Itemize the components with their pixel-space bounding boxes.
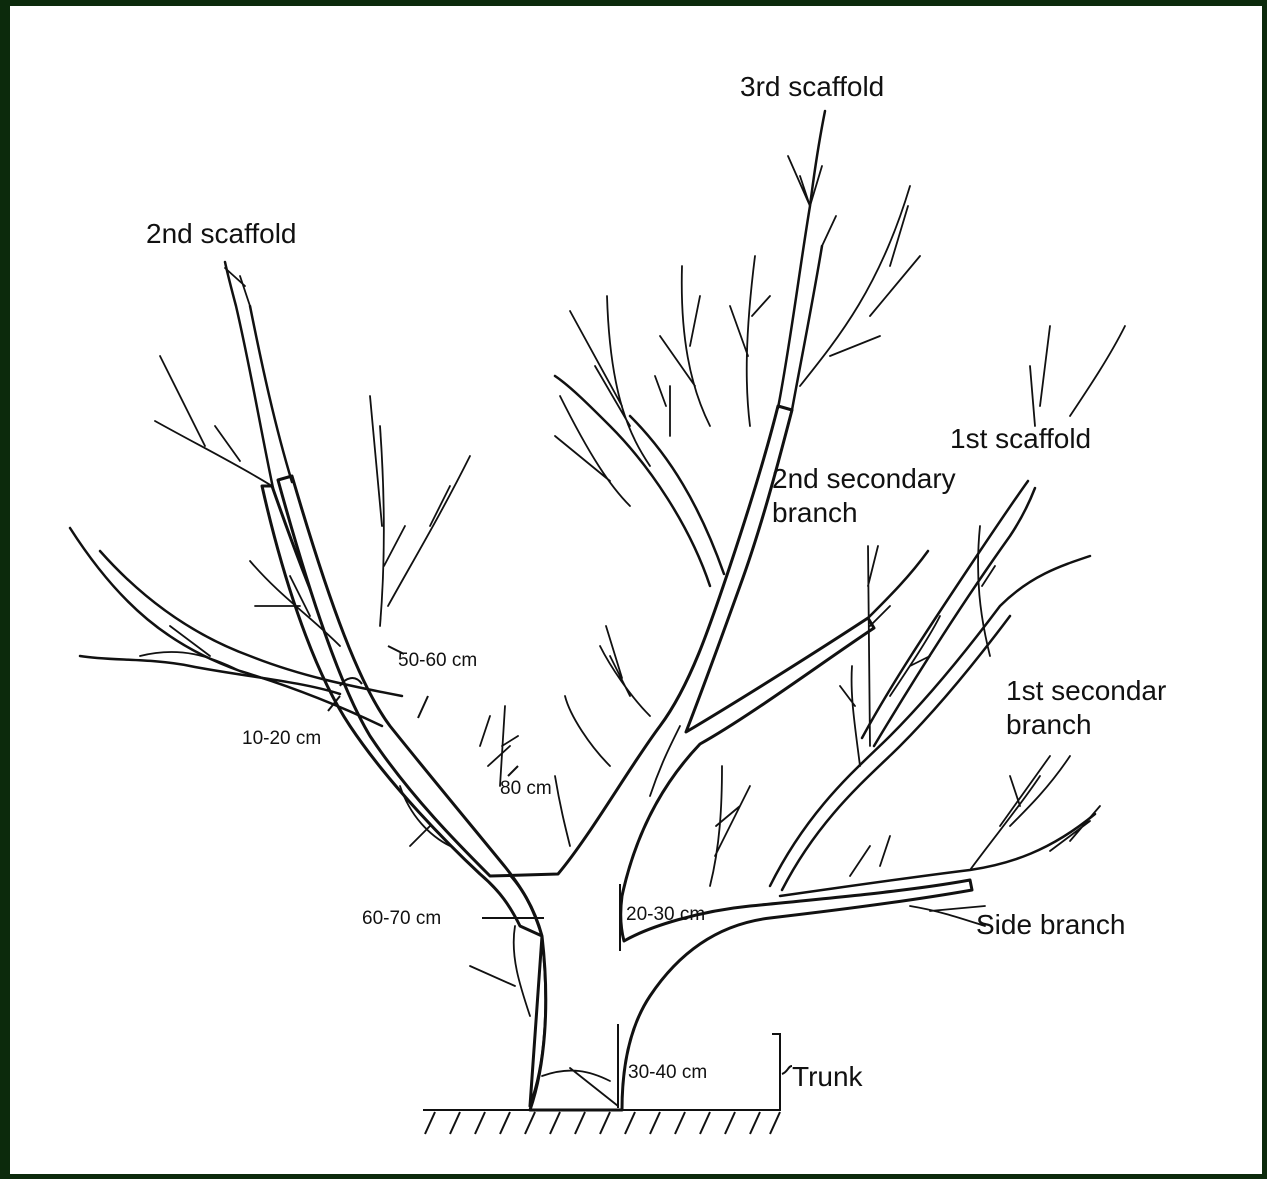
trunk-brace: [782, 1066, 792, 1074]
label-1st-scaffold: 1st scaffold: [950, 423, 1091, 454]
label-1st-secondary-line2: branch: [1006, 709, 1092, 740]
label-2nd-secondary-line2: branch: [772, 497, 858, 528]
ground: [423, 1110, 780, 1134]
label-dim-60-70: 60-70 cm: [362, 908, 441, 929]
trunk-bracket: [772, 1034, 780, 1110]
label-dim-20-30: 20-30 cm: [626, 904, 705, 925]
ground-hatching: [425, 1112, 780, 1134]
label-dim-30-40: 30-40 cm: [628, 1062, 707, 1083]
label-side-branch: Side branch: [976, 909, 1125, 940]
label-dim-10-20: 10-20 cm: [242, 728, 321, 749]
label-2nd-scaffold: 2nd scaffold: [146, 218, 297, 249]
tree-pruning-diagram: 3rd scaffold 2nd scaffold 1st scaffold 2…: [10, 6, 1262, 1174]
diagram-frame: 3rd scaffold 2nd scaffold 1st scaffold 2…: [10, 6, 1262, 1174]
label-dim-50-60: 50-60 cm: [398, 650, 477, 671]
label-dim-80: 80 cm: [500, 778, 552, 799]
label-1st-secondary-line1: 1st secondar: [1006, 675, 1166, 706]
label-2nd-secondary-line1: 2nd secondary: [772, 463, 956, 494]
label-3rd-scaffold: 3rd scaffold: [740, 71, 884, 102]
label-trunk: Trunk: [792, 1061, 864, 1092]
